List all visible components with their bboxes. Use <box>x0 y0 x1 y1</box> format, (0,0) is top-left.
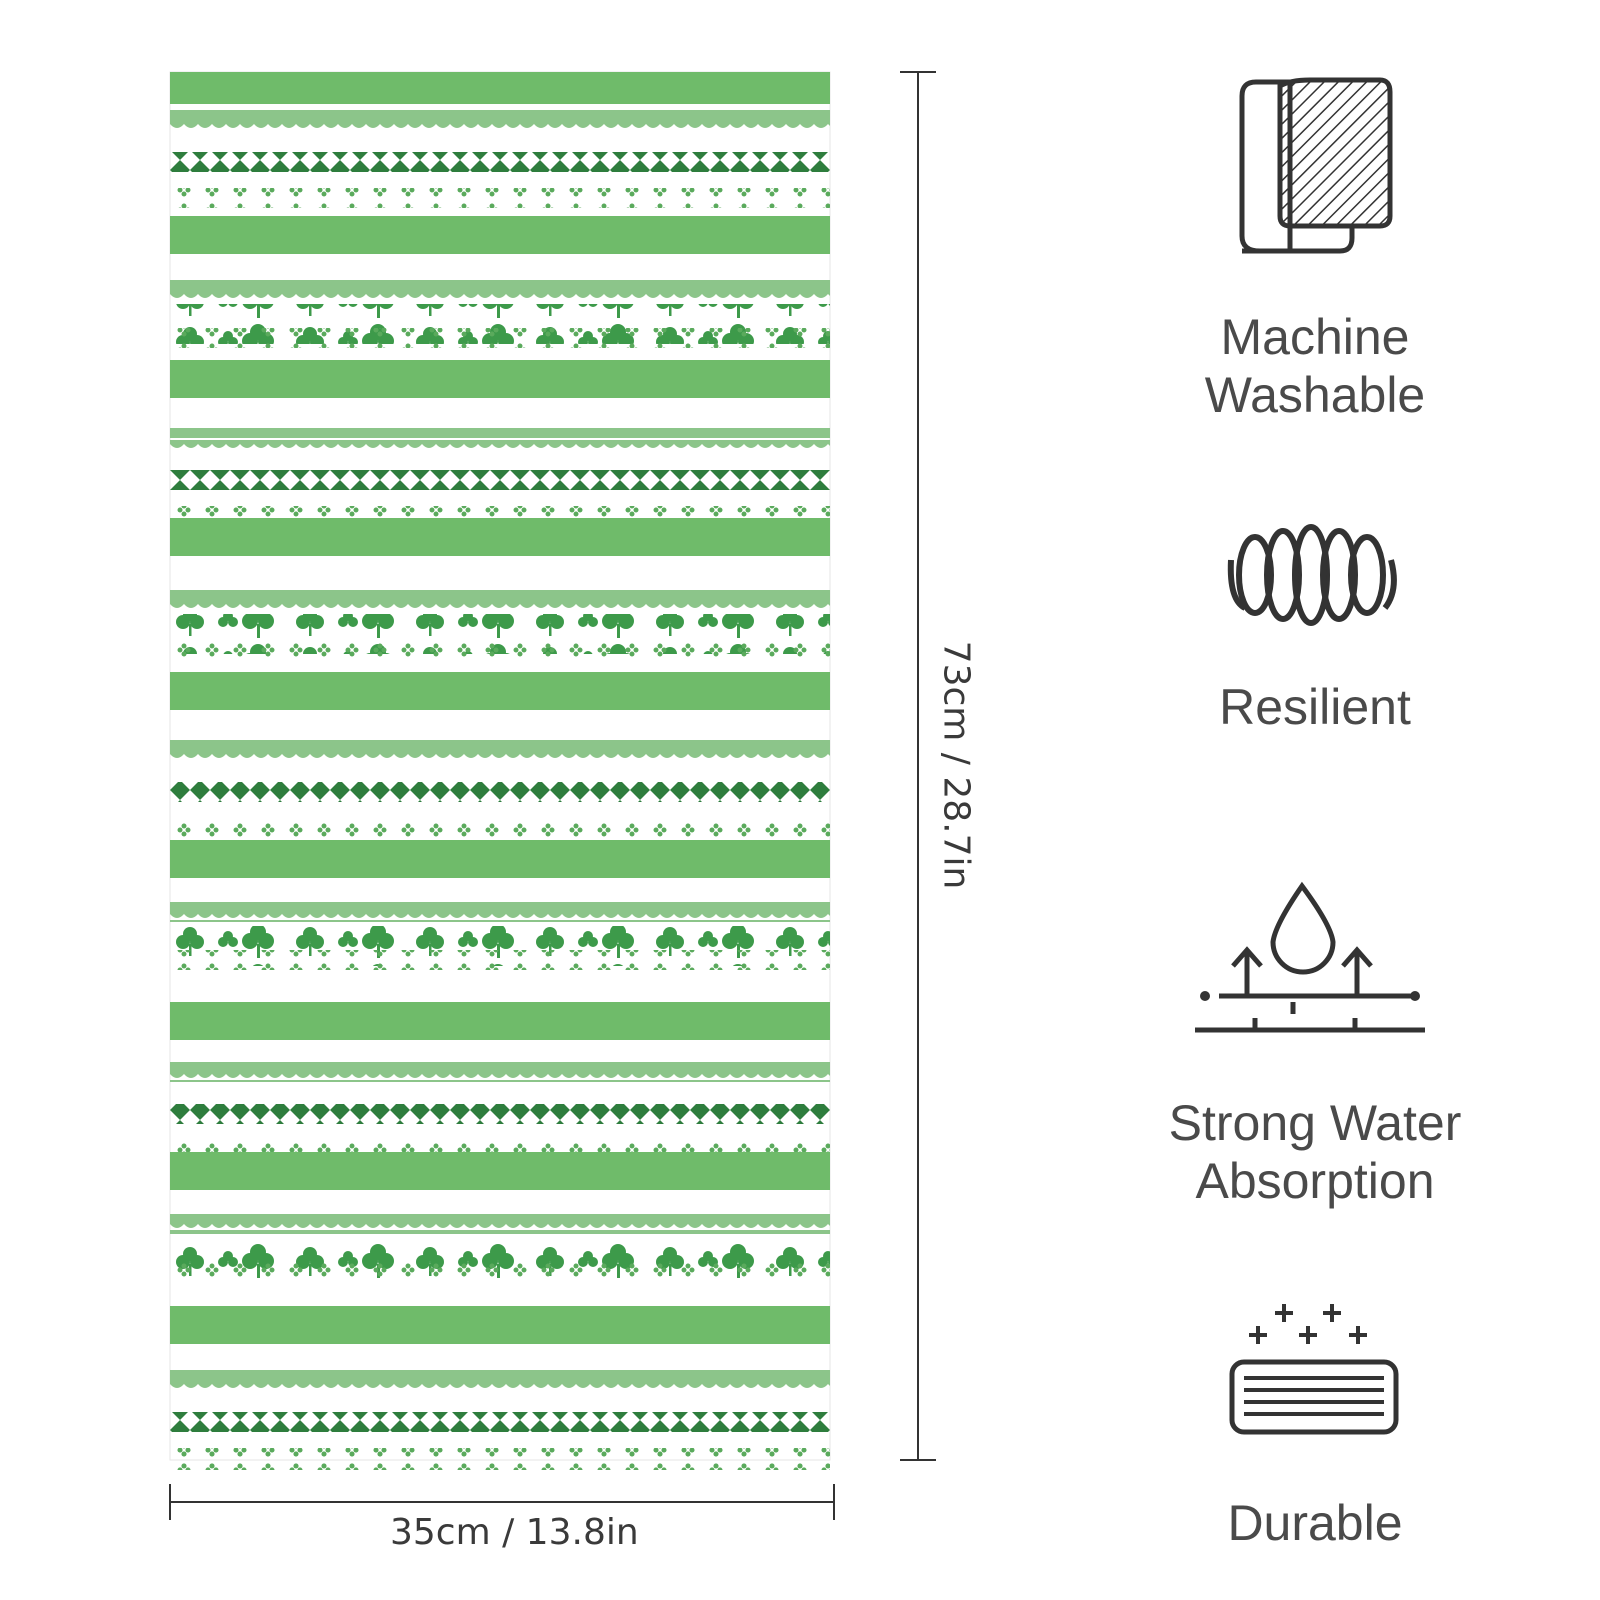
scallop-border <box>170 438 830 448</box>
scallop-border <box>170 912 830 922</box>
sparkle-fabric-icon <box>1229 1304 1399 1435</box>
scallop-border <box>170 750 830 760</box>
diamond-row <box>170 1104 830 1124</box>
towel-pattern <box>170 72 830 1470</box>
diamond-row <box>170 782 830 802</box>
green-stripe <box>170 1002 830 1040</box>
green-stripe <box>170 518 830 556</box>
folded-towel-icon <box>1239 77 1393 254</box>
green-stripe <box>170 72 830 104</box>
feature-label: Durable <box>1227 1495 1403 1551</box>
thin-stripe <box>170 1370 830 1380</box>
flower-row <box>170 638 830 658</box>
scallop-border <box>170 600 830 610</box>
diamond-row <box>170 152 830 172</box>
green-stripe <box>170 1306 830 1344</box>
height-dimension-line <box>900 71 936 1461</box>
diamond-row <box>170 1412 830 1432</box>
green-stripe <box>170 216 830 254</box>
green-stripe <box>170 840 830 878</box>
scallop-border <box>170 120 830 130</box>
flower-row <box>170 1450 830 1470</box>
flower-row <box>170 328 830 348</box>
scallop-border <box>170 1224 830 1234</box>
thin-stripe <box>170 1062 830 1072</box>
flower-row <box>170 1262 830 1282</box>
diamond-row <box>170 470 830 490</box>
green-stripe <box>170 672 830 710</box>
height-label: 73cm / 28.7in <box>935 640 977 890</box>
thin-stripe <box>170 428 830 438</box>
thin-stripe <box>170 1214 830 1224</box>
flower-row <box>170 818 830 838</box>
thin-stripe <box>170 740 830 750</box>
thin-stripe <box>170 110 830 120</box>
feature-label: Machine Washable <box>1204 309 1426 423</box>
green-stripe <box>170 360 830 398</box>
spring-coil-icon <box>1227 524 1397 626</box>
water-drop-absorb-icon <box>1195 881 1425 1033</box>
thin-stripe <box>170 902 830 912</box>
thin-stripe <box>170 590 830 600</box>
feature-machine-washable: Machine Washable <box>1085 308 1545 424</box>
green-stripe <box>170 1152 830 1190</box>
scallop-border <box>170 1380 830 1390</box>
feature-label: Strong Water Absorption <box>1168 1095 1462 1209</box>
feature-resilient: Resilient <box>1085 678 1545 736</box>
thin-stripe <box>170 280 830 290</box>
width-label: 35cm / 13.8in <box>390 1512 639 1553</box>
feature-label: Resilient <box>1219 679 1411 735</box>
scallop-border <box>170 1072 830 1082</box>
width-dimension-line <box>169 1484 835 1520</box>
feature-water-absorption: Strong Water Absorption <box>1085 1094 1545 1210</box>
scallop-border <box>170 290 830 300</box>
feature-durable: Durable <box>1085 1494 1545 1552</box>
flower-row <box>170 188 830 208</box>
flower-row <box>170 950 830 970</box>
